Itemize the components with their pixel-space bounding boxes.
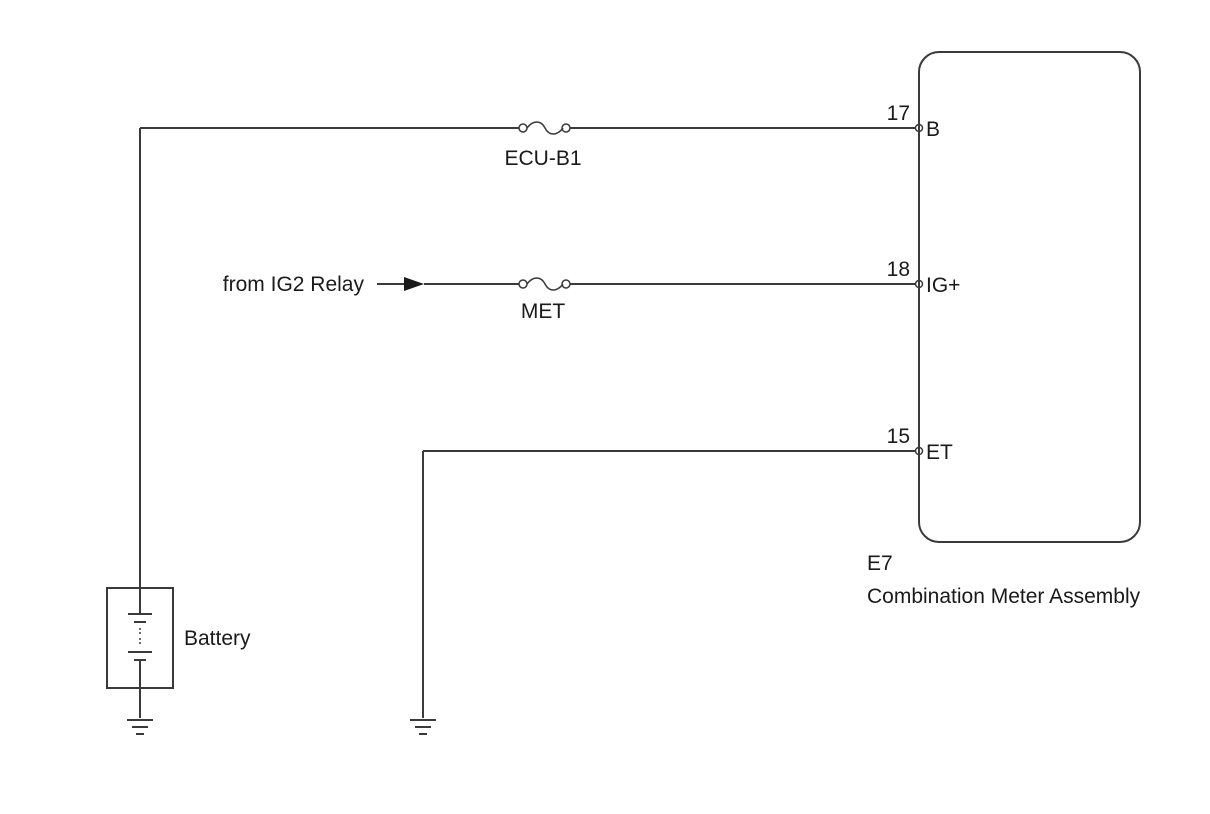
terminal-18-pin: 18 bbox=[887, 258, 910, 281]
component-code: E7 bbox=[867, 552, 893, 575]
terminal-18-connector bbox=[914, 279, 924, 289]
ground-icon bbox=[127, 719, 153, 735]
battery-label: Battery bbox=[184, 627, 251, 650]
wire-et-circuit bbox=[410, 446, 924, 735]
fuse-ecu-b1-label: ECU-B1 bbox=[504, 147, 581, 170]
terminal-15-connector bbox=[914, 446, 924, 456]
fuse-met-symbol bbox=[518, 277, 571, 291]
wire-ig-circuit bbox=[377, 277, 924, 291]
fuse-met-label: MET bbox=[521, 300, 566, 323]
terminal-15-name: ET bbox=[926, 441, 953, 464]
source-label: from IG2 Relay bbox=[223, 273, 365, 296]
terminal-17-pin: 17 bbox=[887, 102, 910, 125]
fuse-ecu-b1-symbol bbox=[518, 121, 571, 135]
combination-meter-box bbox=[918, 51, 1141, 543]
terminal-18-name: IG+ bbox=[926, 274, 960, 297]
terminal-17-name: B bbox=[926, 118, 940, 141]
terminal-15-pin: 15 bbox=[887, 425, 910, 448]
arrow-right-icon bbox=[404, 277, 424, 291]
component-name: Combination Meter Assembly bbox=[867, 585, 1141, 608]
ground-icon bbox=[410, 719, 436, 735]
battery-symbol bbox=[106, 587, 174, 735]
wire-b-circuit bbox=[139, 121, 924, 590]
terminal-17-connector bbox=[914, 123, 924, 133]
